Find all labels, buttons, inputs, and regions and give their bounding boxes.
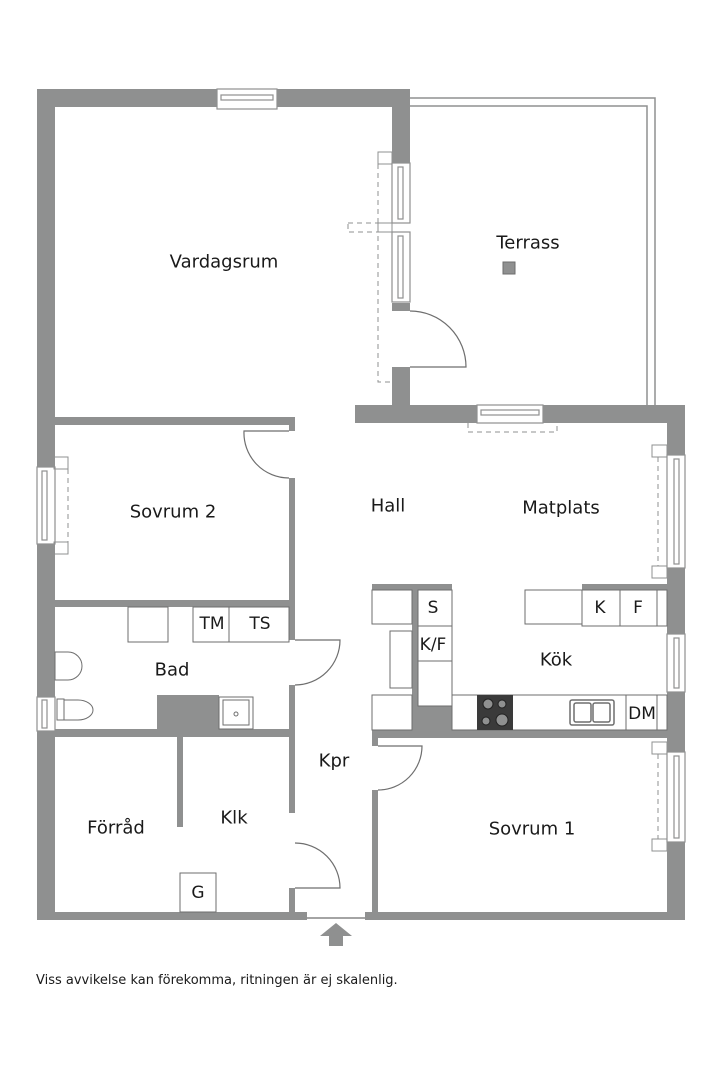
terrace-outline	[410, 97, 656, 405]
post-icon	[502, 261, 516, 275]
windows	[36, 88, 686, 843]
fixture-label-dm: DM	[628, 704, 656, 724]
room-label-matplats: Matplats	[522, 497, 600, 519]
room-label-klk: Klk	[220, 807, 248, 829]
fixture-label-ts: TS	[249, 614, 271, 634]
doors	[243, 310, 467, 919]
room-label-kpr: Kpr	[318, 750, 350, 772]
room-label-hall: Hall	[370, 495, 406, 517]
fixture-label-s: S	[427, 598, 439, 618]
kitchen-sink-icon	[569, 699, 615, 726]
up-arrow-icon	[320, 923, 352, 946]
room-label-forrad: Förråd	[87, 817, 145, 839]
disclaimer-text: Viss avvikelse kan förekomma, ritningen …	[36, 973, 398, 988]
fixture-label-tm: TM	[199, 614, 225, 634]
fixture-label-kf: K/F	[419, 635, 447, 655]
fixture-label-f: F	[633, 598, 643, 618]
walls	[37, 89, 685, 920]
window-sills	[53, 151, 668, 852]
fixture-label-k: K	[594, 598, 606, 618]
room-label-sovrum-1: Sovrum 1	[488, 818, 576, 840]
room-label-bad: Bad	[154, 659, 190, 681]
room-label-vardagsrum: Vardagsrum	[169, 251, 279, 273]
fixture-label-g: G	[191, 883, 205, 903]
bathroom-fixtures	[54, 606, 290, 913]
room-label-terrass: Terrass	[496, 232, 560, 254]
room-label-sovrum-2: Sovrum 2	[129, 501, 217, 523]
stove-icon	[477, 695, 513, 730]
room-label-kok: Kök	[539, 649, 573, 671]
